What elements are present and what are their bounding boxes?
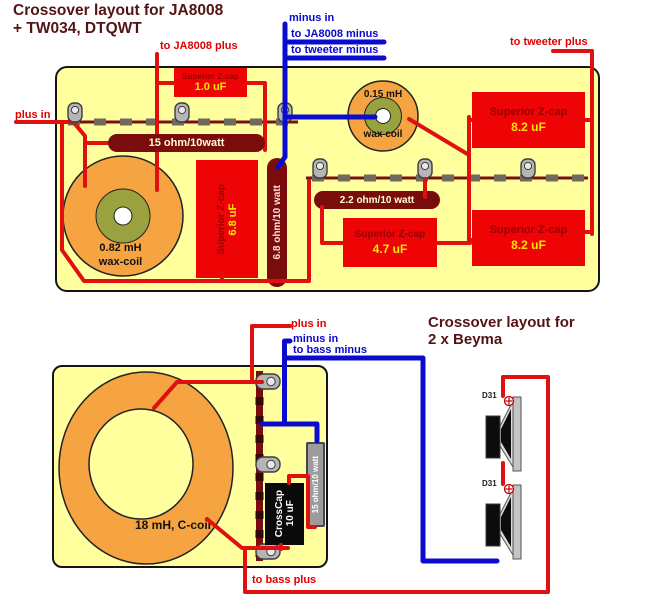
- resistor-15ohm-bottom: 15 ohm/10 watt: [306, 442, 325, 527]
- coil-type: wax-coil: [98, 256, 143, 268]
- label-to-bass-plus: to bass plus: [252, 574, 317, 586]
- capacitor-name: Superior Z-cap: [215, 183, 227, 255]
- resistor-2-2ohm: 2.2 ohm/10 watt: [314, 191, 440, 209]
- capacitor-name: Superior Z-cap: [489, 224, 568, 236]
- main-title-line1: Crossover layout for JA8008: [13, 2, 224, 19]
- resistor-6-8ohm: 6.8 ohm/10 watt: [267, 158, 287, 287]
- resistor-label: 6.8 ohm/10 watt: [271, 185, 283, 260]
- capacitor-value: 8.2 uF: [511, 120, 546, 134]
- capacitor-8-2uF-top: Superior Z-cap 8.2 uF: [472, 92, 585, 148]
- label-to-ja8008-plus: to JA8008 plus: [160, 40, 238, 52]
- resistor-label: 15 ohm/10 watt: [311, 455, 320, 514]
- capacitor-name: Superior Z-cap: [354, 229, 426, 240]
- capacitor-4-7uF: Superior Z-cap 4.7 uF: [343, 218, 437, 267]
- beyma-title-line1: Crossover layout for: [428, 314, 575, 331]
- plus-terminal-icon: [503, 483, 515, 495]
- capacitor-rotated-text: CrossCap 10 uF: [274, 490, 296, 537]
- plus-terminal-icon: [503, 395, 515, 407]
- resistor-15ohm: 15 ohm/10watt: [108, 134, 265, 152]
- label-plus-in-bottom: plus in: [291, 318, 327, 330]
- coil-0-82mH-label: 0.82 mH wax-coil: [73, 241, 168, 269]
- label-to-bass-minus: to bass minus: [293, 344, 367, 356]
- capacitor-rotated-text: Superior Z-cap 6.8 uF: [216, 184, 239, 255]
- coil-0-15mH-type: wax coil: [363, 129, 403, 140]
- capacitor-value: 8.2 uF: [511, 238, 546, 252]
- main-title-line2: + TW034, DTQWT: [13, 20, 142, 37]
- coil-value: 0.82 mH: [99, 242, 142, 254]
- speaker-label-2: D31: [482, 479, 497, 488]
- label-to-tweeter-plus: to tweeter plus: [510, 36, 588, 48]
- label-to-ja8008-minus: to JA8008 minus: [291, 28, 379, 40]
- beyma-title-line2: 2 x Beyma: [428, 331, 503, 348]
- capacitor-name: Superior Z-cap: [182, 72, 239, 81]
- resistor-label: 15 ohm/10watt: [148, 137, 225, 149]
- capacitor-value: 10 uF: [284, 500, 296, 528]
- label-to-tweeter-minus: to tweeter minus: [291, 44, 379, 56]
- resistor-label: 2.2 ohm/10 watt: [339, 194, 415, 206]
- label-minus-in-bottom: minus in: [293, 333, 339, 345]
- coil-0-15mH-value: 0.15 mH: [363, 89, 403, 100]
- beyma-title: Crossover layout for 2 x Beyma: [428, 314, 575, 348]
- label-minus-in-top: minus in: [289, 12, 335, 24]
- capacitor-6-8uF: Superior Z-cap 6.8 uF: [196, 160, 258, 278]
- beyma-speaker-icon-1: [485, 396, 522, 472]
- main-title: Crossover layout for JA8008 + TW034, DTQ…: [13, 2, 223, 38]
- capacitor-value: 1.0 uF: [194, 81, 227, 93]
- capacitor-name: CrossCap: [273, 490, 285, 538]
- beyma-speaker-icon-2: [485, 484, 522, 560]
- speaker-label-1: D31: [482, 391, 497, 400]
- capacitor-name: Superior Z-cap: [489, 106, 568, 118]
- label-plus-in-top: plus in: [15, 109, 51, 121]
- capacitor-value: 4.7 uF: [372, 242, 408, 256]
- capacitor-crosscap-10uF: CrossCap 10 uF: [265, 483, 304, 545]
- capacitor-8-2uF-bottom: Superior Z-cap 8.2 uF: [472, 210, 585, 266]
- coil-18mH-label: 18 mH, C-coil: [134, 518, 212, 532]
- capacitor-value: 6.8 uF: [226, 203, 239, 235]
- capacitor-1-0uF: Superior Z-cap 1.0 uF: [174, 68, 247, 97]
